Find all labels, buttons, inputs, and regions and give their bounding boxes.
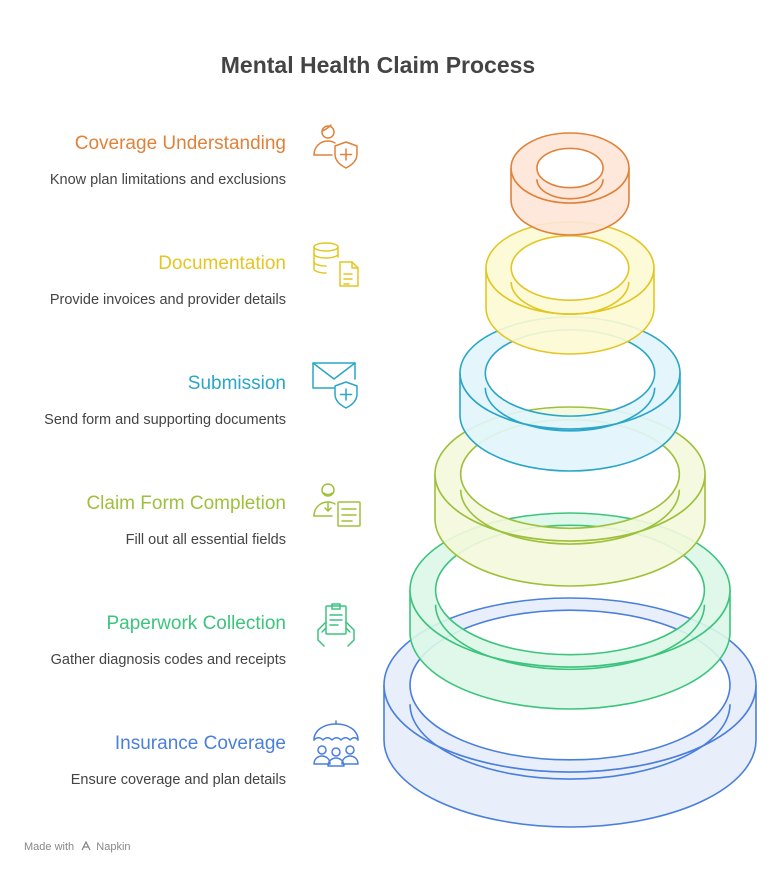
step-description-coverage-understanding: Know plan limitations and exclusions [49, 172, 286, 188]
user-shield-icon [308, 118, 364, 174]
step-title-claim-form-completion: Claim Form Completion [86, 493, 286, 514]
database-document-icon [308, 238, 364, 294]
clipboard-hands-icon [308, 598, 364, 654]
step-title-coverage-understanding: Coverage Understanding [74, 133, 286, 154]
step-description-submission: Send form and supporting documents [44, 412, 286, 428]
step-title-documentation: Documentation [158, 253, 286, 274]
page-title: Mental Health Claim Process [220, 52, 536, 78]
umbrella-people-icon [308, 718, 364, 774]
footer-brand: Napkin [96, 841, 131, 853]
step-title-paperwork-collection: Paperwork Collection [106, 613, 286, 634]
napkin-logo-icon [81, 841, 91, 851]
footer-made-with: Made with [24, 841, 75, 853]
user-form-icon [308, 478, 364, 534]
step-description-documentation: Provide invoices and provider details [49, 292, 286, 308]
envelope-shield-icon [308, 358, 364, 414]
step-description-paperwork-collection: Gather diagnosis codes and receipts [50, 652, 286, 668]
ring-insurance-coverage [383, 597, 757, 828]
step-description-insurance-coverage: Ensure coverage and plan details [70, 772, 286, 788]
step-title-insurance-coverage: Insurance Coverage [114, 733, 286, 754]
step-description-claim-form-completion: Fill out all essential fields [125, 532, 286, 548]
footer: Made with Napkin [24, 841, 131, 853]
ring-documentation [485, 221, 655, 355]
ring-coverage-understanding [510, 132, 630, 236]
step-title-submission: Submission [187, 373, 286, 394]
